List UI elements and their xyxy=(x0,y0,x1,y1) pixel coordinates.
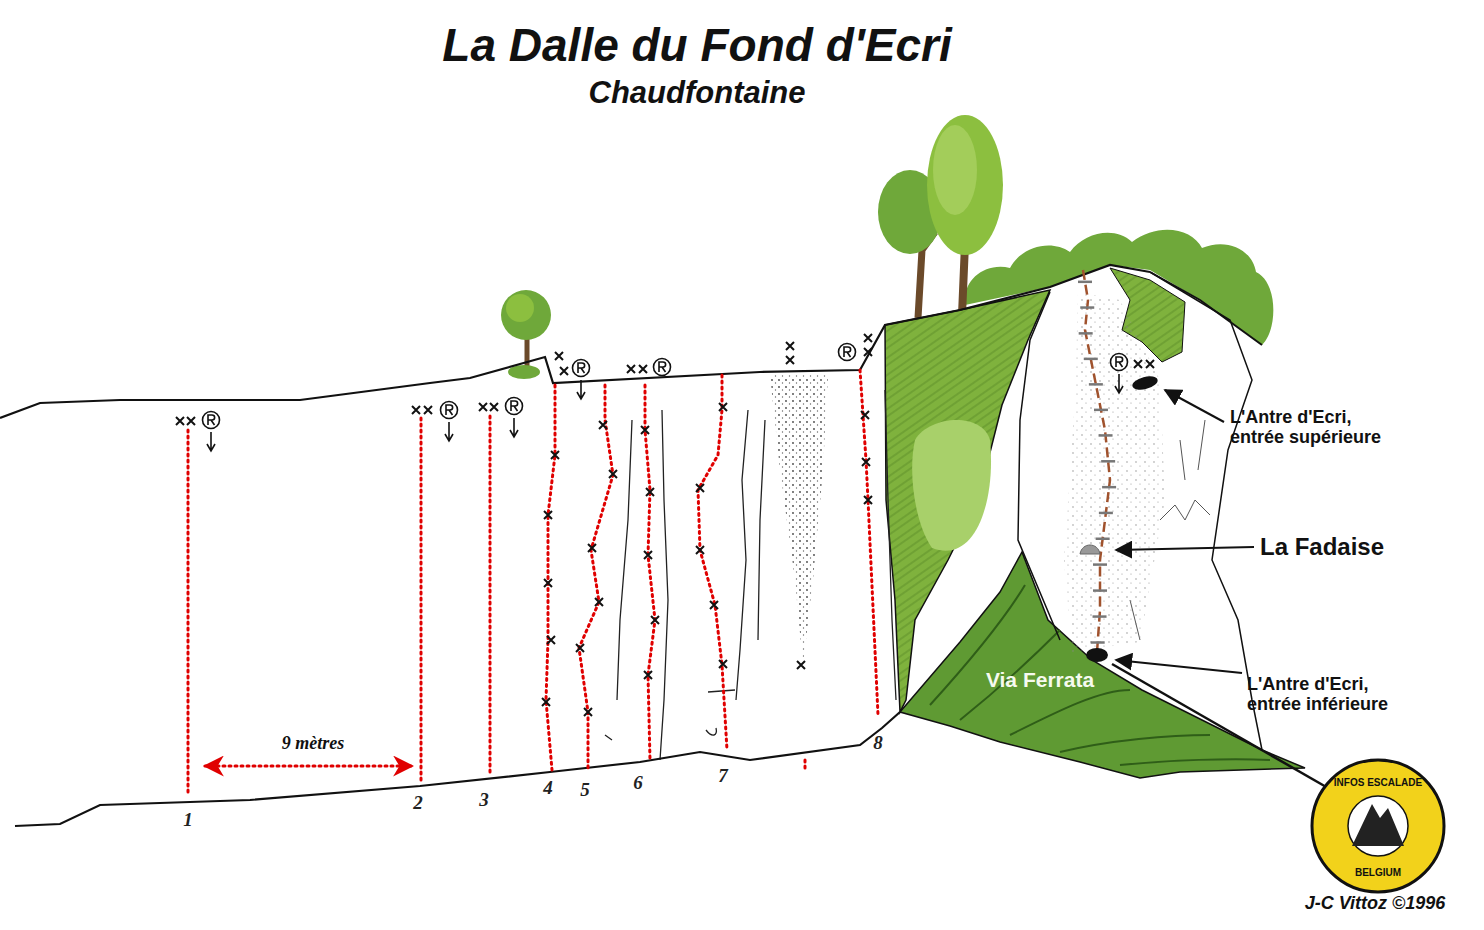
bolt-cross xyxy=(551,451,559,459)
rung xyxy=(1094,409,1108,412)
route-number: 7 xyxy=(718,765,728,786)
bolts xyxy=(176,334,1154,716)
rung xyxy=(1099,512,1113,515)
bolt-cross xyxy=(544,579,552,587)
bolt-cross xyxy=(588,544,596,552)
bolt-cross xyxy=(696,484,704,492)
bolt-cross xyxy=(176,417,184,425)
rung xyxy=(1078,281,1092,284)
vegetation-patch xyxy=(912,420,991,551)
bolt-cross xyxy=(609,470,617,478)
cave-lower xyxy=(1086,648,1108,662)
bolt-cross xyxy=(595,598,603,606)
route-number: 8 xyxy=(873,732,883,753)
bolt-cross xyxy=(412,406,420,414)
route-number: 3 xyxy=(479,789,489,810)
area-label: Via Ferrata xyxy=(986,668,1094,692)
bolt-cross xyxy=(576,644,584,652)
rung xyxy=(1101,460,1115,463)
rung xyxy=(1091,641,1105,644)
route-number: 5 xyxy=(580,779,590,800)
callout-label: L'Antre d'Ecri, entrée inférieure xyxy=(1247,674,1425,714)
bolt-cross xyxy=(644,551,652,559)
rung xyxy=(1102,486,1116,489)
bolt-cross xyxy=(542,698,550,706)
bolt-cross xyxy=(641,426,649,434)
cliff-top-right xyxy=(1150,272,1262,345)
rappel-symbol xyxy=(441,402,458,442)
rung xyxy=(1084,358,1098,361)
bolt-cross xyxy=(479,403,487,411)
rappel-symbol xyxy=(654,359,671,376)
subtitle: Chaudfontaine xyxy=(589,76,806,111)
bolt-cross xyxy=(651,616,659,624)
rappel-symbol xyxy=(1111,354,1128,394)
rung xyxy=(1099,434,1113,437)
bolt-cross xyxy=(786,356,794,364)
rung xyxy=(1080,306,1094,309)
bolt-cross xyxy=(646,488,654,496)
bolt-cross xyxy=(187,417,195,425)
bolt-cross xyxy=(719,660,727,668)
route-number: 1 xyxy=(183,809,193,830)
route-number: 6 xyxy=(633,772,643,793)
bolt-cross xyxy=(584,708,592,716)
title: La Dalle du Fond d'Ecri xyxy=(442,20,951,72)
logo xyxy=(1312,760,1444,892)
bolt-cross xyxy=(1146,360,1154,368)
bolt-cross xyxy=(786,342,794,350)
bolt-cross xyxy=(644,671,652,679)
route-number: 4 xyxy=(543,777,553,798)
bolt-cross xyxy=(544,511,552,519)
bolt-cross xyxy=(710,601,718,609)
bolt-cross xyxy=(864,496,872,504)
rappel-symbol xyxy=(203,412,220,452)
bolt-cross xyxy=(719,403,727,411)
rung xyxy=(1093,589,1107,592)
bolt-cross xyxy=(864,348,872,356)
bolt-cross xyxy=(560,367,568,375)
rung xyxy=(1089,383,1103,386)
callout-label: La Fadaise xyxy=(1260,534,1384,561)
dimension-arrow xyxy=(205,765,412,768)
logo-text: BELGIUM xyxy=(1355,867,1401,878)
copyright: J-C Vittoz ©1996 xyxy=(1305,893,1446,913)
bolt-cross xyxy=(547,636,555,644)
bolt-cross xyxy=(627,365,635,373)
bolt-cross xyxy=(599,421,607,429)
gully-stipple xyxy=(770,375,828,665)
rung xyxy=(1093,615,1107,618)
rappel-symbol xyxy=(839,344,856,361)
route-number: 2 xyxy=(413,792,423,813)
rung xyxy=(1093,563,1107,566)
rung xyxy=(1079,332,1093,335)
bolt-cross xyxy=(555,352,563,360)
bolt-cross xyxy=(1134,360,1142,368)
bolt-cross xyxy=(861,411,869,419)
bolt-cross xyxy=(490,403,498,411)
logo-text: INFOS ESCALADE xyxy=(1334,777,1422,788)
leader-arrows xyxy=(1112,390,1328,788)
rung xyxy=(1096,537,1110,540)
rappel-symbol xyxy=(506,398,523,438)
bolt-cross xyxy=(864,334,872,342)
dimension-label: 9 mètres xyxy=(282,733,345,753)
cave-upper xyxy=(1131,374,1159,392)
rappel-symbol xyxy=(573,360,590,400)
cliff-stipple xyxy=(1064,292,1165,652)
callout-label: L'Antre d'Ecri, entrée supérieure xyxy=(1230,407,1408,447)
bolt-cross xyxy=(797,661,805,669)
cliff-top xyxy=(0,265,1150,418)
fadaise-mark xyxy=(1080,545,1100,554)
bolt-cross xyxy=(424,406,432,414)
bolt-cross xyxy=(696,546,704,554)
ground-line xyxy=(15,712,900,826)
via-ferrata-rungs xyxy=(1078,282,1116,643)
bolt-cross xyxy=(639,365,647,373)
bolt-cross xyxy=(862,458,870,466)
routes xyxy=(188,370,878,795)
